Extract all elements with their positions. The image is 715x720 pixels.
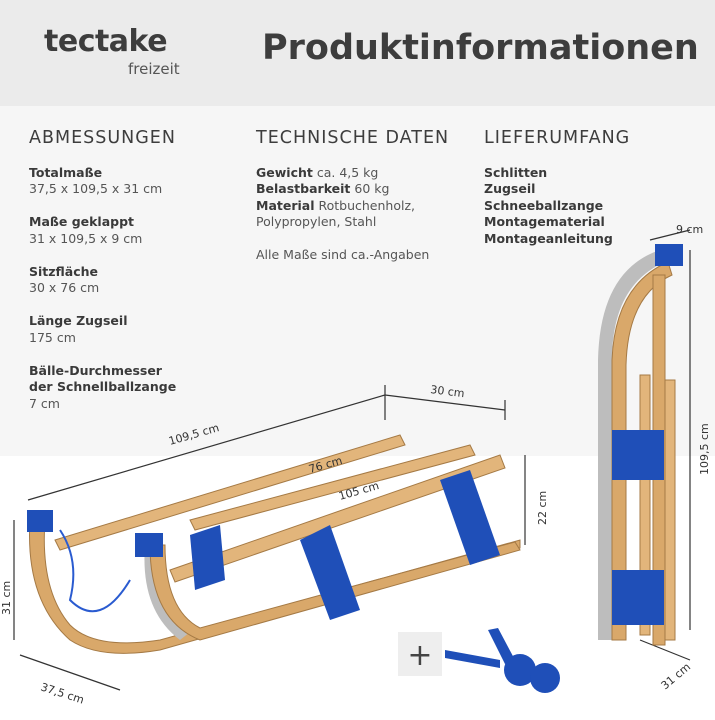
folded-sled-image <box>598 244 683 646</box>
brand-logo: tectake <box>44 24 168 59</box>
brand-sub: freizeit <box>128 60 180 78</box>
spec-value: 7 cm <box>29 395 60 411</box>
sled-image <box>27 434 521 654</box>
page-title: Produktinformationen <box>262 28 699 68</box>
spec-label: Gewicht <box>256 164 313 180</box>
dim-width: 30 cm <box>430 383 466 400</box>
plus-box <box>398 632 442 676</box>
spec-label: Belastbarkeit <box>256 181 351 196</box>
lieferumfang-heading: LIEFERUMFANG <box>484 128 631 148</box>
spec-label: Länge Zugseil <box>29 313 128 328</box>
scope-item: Schlitten <box>484 164 548 180</box>
info-panel <box>0 106 715 456</box>
scope-item: Zugseil <box>484 181 536 196</box>
dim-folded-depth: 31 cm <box>659 660 694 692</box>
scope-item: Montagematerial <box>484 214 605 229</box>
abmessungen-heading: ABMESSUNGEN <box>29 128 176 148</box>
spec-value: 31 x 109,5 x 9 cm <box>29 230 143 246</box>
scope-item: Montageanleitung <box>484 230 613 246</box>
spec-value: 60 kg <box>354 181 390 196</box>
dim-seat-length: 76 cm <box>307 454 344 476</box>
technische-daten-column: TECHNISCHE DATEN Gewicht ca. 4,5 kg Bela… <box>256 130 466 263</box>
dim-folded-height: 109,5 cm <box>698 423 711 475</box>
spec-value: ca. 4,5 kg <box>316 164 379 180</box>
spec-label: Bälle-Durchmesser der Schnellballzange <box>29 362 177 395</box>
spec-label: Totalmaße <box>29 164 103 180</box>
spec-label: Sitzfläche <box>29 263 99 279</box>
dim-height: 31 cm <box>0 581 13 615</box>
dim-depth: 37,5 cm <box>39 680 86 706</box>
spec-line: Belastbarkeit 60 kg <box>256 181 466 198</box>
dim-folded-width: 9 cm <box>676 223 703 236</box>
plus-sign: + <box>407 638 432 673</box>
dim-length: 109,5 cm <box>167 421 220 448</box>
header: tectake freizeit Produktinformationen <box>0 0 715 106</box>
spec-line: Material Rotbuchenholz, Polypropylen, St… <box>256 198 416 231</box>
spec-value: 30 x 76 cm <box>29 280 100 295</box>
spec-value: 175 cm <box>29 329 76 345</box>
dim-frame-height: 22 cm <box>536 491 549 525</box>
technische-daten-heading: TECHNISCHE DATEN <box>256 128 450 148</box>
lieferumfang-column: LIEFERUMFANG Schlitten Zugseil Schneebal… <box>484 130 634 247</box>
spec-value: Rotbuchenholz, Polypropylen, Stahl <box>256 197 415 230</box>
snowball-maker-image <box>445 628 560 693</box>
spec-label: Material <box>256 197 315 213</box>
note: Alle Maße sind ca.-Angaben <box>256 246 430 262</box>
spec-label: Maße geklappt <box>29 214 135 229</box>
scope-item: Schneeballzange <box>484 197 604 213</box>
dimension-lines <box>13 229 691 691</box>
spec-line: Gewicht ca. 4,5 kg <box>256 165 466 182</box>
spec-value: 37,5 x 109,5 x 31 cm <box>29 181 163 196</box>
